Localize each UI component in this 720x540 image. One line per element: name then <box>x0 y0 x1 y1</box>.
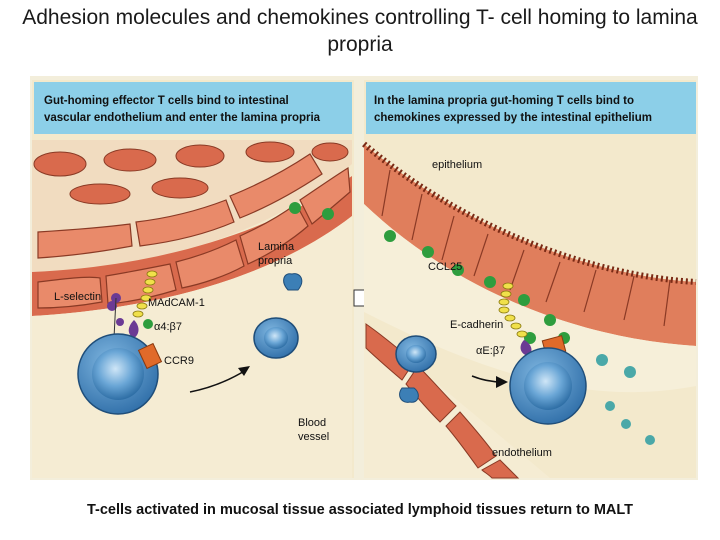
brush-border <box>362 141 697 285</box>
diagram-svg: Gut-homing effector T cells bind to inte… <box>32 80 697 479</box>
right-header-line1: In the lamina propria gut-homing T cells… <box>374 95 634 107</box>
left-header-line2: vascular endothelium and enter the lamin… <box>44 112 321 124</box>
chemokine-dot <box>289 202 301 214</box>
e-cadherin-label: E-cadherin <box>450 319 503 331</box>
epithelial-cell-divisions <box>381 169 671 327</box>
left-header-line1: Gut-homing effector T cells bind to inte… <box>44 95 289 107</box>
integrin-label-right: αE:β7 <box>476 345 505 357</box>
right-header-line2: chemokines expressed by the intestinal e… <box>374 112 652 124</box>
madcam-chain <box>132 270 158 318</box>
ccr9-label: CCR9 <box>164 355 194 367</box>
integrin-molecule-right <box>520 340 532 356</box>
left-panel: Gut-homing effector T cells bind to inte… <box>32 80 354 478</box>
l-selectin-label: L-selectin <box>54 291 101 303</box>
endothelial-cells <box>37 153 351 309</box>
t-cell-migrating <box>253 273 303 359</box>
integrin-label: α4:β7 <box>154 321 182 333</box>
lamina-propria-label-1: Lamina <box>258 241 295 253</box>
e-cadherin-chain <box>498 282 528 338</box>
madcam-label: MAdCAM-1 <box>148 297 205 309</box>
t-cell-migrating-right <box>395 335 437 403</box>
epithelium-label: epithelium <box>432 159 482 171</box>
arrow-head <box>238 366 250 376</box>
blood-vessel-label-2: vessel <box>298 431 329 443</box>
ccr9-receptor <box>137 342 163 370</box>
tissue-cells <box>33 141 349 205</box>
ccl25-label: CCL25 <box>428 261 462 273</box>
chemokine-dot <box>143 319 153 329</box>
slide-caption: T-cells activated in mucosal tissue asso… <box>86 502 634 518</box>
t-cell-adhered <box>77 333 159 415</box>
blood-vessel-label-1: Blood <box>298 417 326 429</box>
right-panel: In the lamina propria gut-homing T cells… <box>362 80 697 479</box>
epithelium-layer <box>364 144 696 346</box>
slide-title: Adhesion molecules and chemokines contro… <box>22 6 698 56</box>
left-header-box <box>34 82 352 134</box>
homing-diagram: Gut-homing effector T cells bind to inte… <box>30 76 698 480</box>
endothelium-label: endothelium <box>492 447 552 459</box>
t-cell-lamina <box>509 347 587 425</box>
teal-dots <box>596 354 655 445</box>
right-header-box <box>366 82 696 134</box>
lamina-propria-label-2: propria <box>258 255 293 267</box>
chemokine-dot <box>322 208 334 220</box>
lamina-propria-region <box>364 204 696 393</box>
arrow-head-right <box>496 376 508 388</box>
integrin-molecule <box>128 320 139 338</box>
